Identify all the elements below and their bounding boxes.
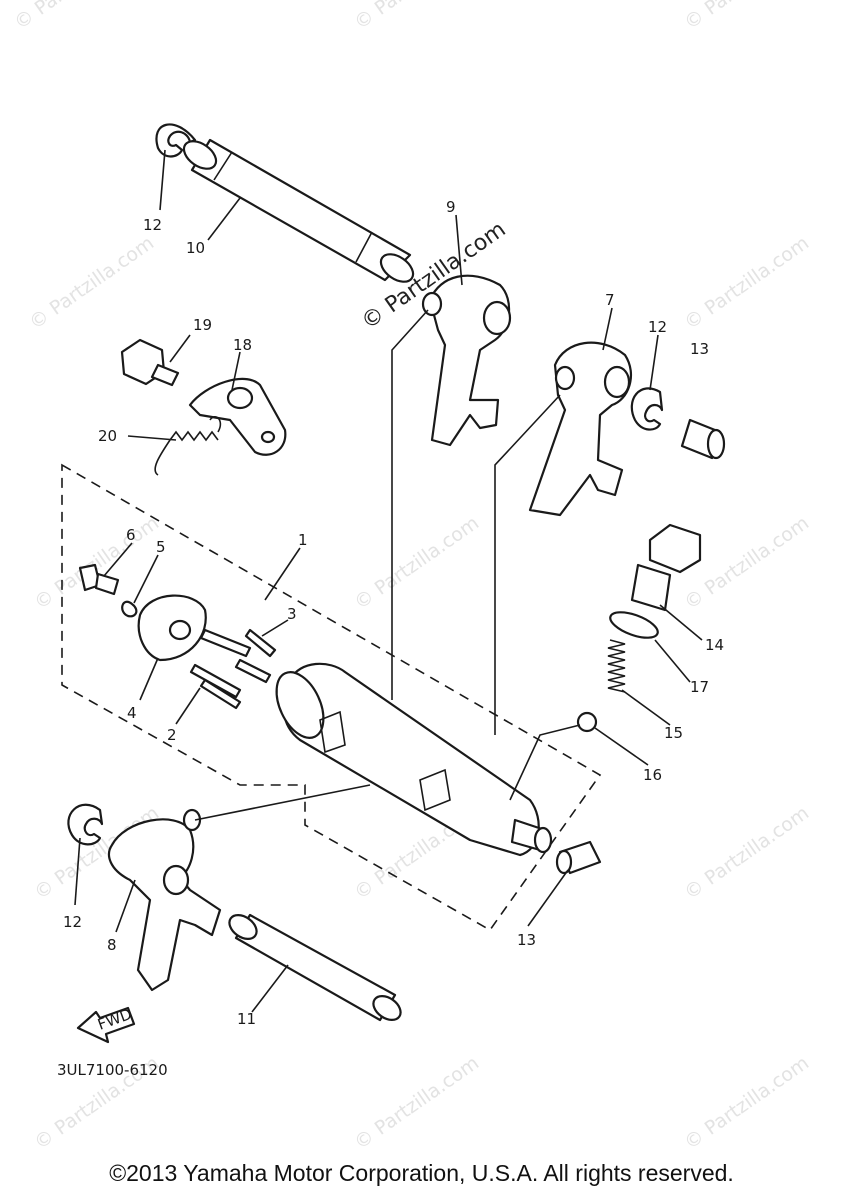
circlip-12-top — [155, 123, 197, 158]
callout-13-bottom: 13 — [517, 931, 536, 949]
svg-text:© Partzilla.com: © Partzilla.com — [680, 512, 813, 614]
segment-4 — [137, 594, 207, 662]
shift-fork-8 — [107, 808, 222, 992]
dowel-pins-2 — [189, 663, 242, 710]
svg-text:© Partzilla.com: © Partzilla.com — [350, 1052, 483, 1154]
callout-10: 10 — [186, 239, 205, 257]
callout-12-right: 12 — [648, 318, 667, 336]
shift-cam-assembly-outline — [61, 463, 602, 932]
washer-5 — [121, 600, 138, 618]
svg-text:© Partzilla.com: © Partzilla.com — [350, 0, 483, 34]
leader-lines — [74, 149, 703, 1013]
watermark-layer: © Partzilla.com © Partzilla.com © Partzi… — [10, 0, 813, 1154]
dowel-pins-3 — [199, 628, 277, 684]
callout-12-top: 12 — [143, 216, 162, 234]
shift-fork-7 — [528, 341, 633, 517]
callout-19: 19 — [193, 316, 212, 334]
callout-6: 6 — [126, 526, 136, 544]
callout-18: 18 — [233, 336, 252, 354]
callout-3: 3 — [287, 605, 297, 623]
stopper-lever-18 — [188, 377, 287, 456]
spring-15 — [607, 639, 626, 693]
callout-11: 11 — [237, 1010, 256, 1028]
circlip-12-bottom — [67, 803, 104, 846]
callout-9: 9 — [446, 198, 456, 216]
callout-7: 7 — [605, 291, 615, 309]
callout-8: 8 — [107, 936, 117, 954]
svg-text:© Partzilla.com: © Partzilla.com — [680, 232, 813, 334]
svg-text:© Partzilla.com: © Partzilla.com — [10, 0, 143, 34]
bolt-19 — [120, 338, 180, 387]
collar-13-bottom — [555, 840, 602, 875]
svg-text:© Partzilla.com: © Partzilla.com — [680, 0, 813, 34]
callout-5: 5 — [156, 538, 166, 556]
callout-20: 20 — [98, 427, 117, 445]
callout-labels: 12 10 9 7 12 13 19 18 20 6 5 1 3 14 17 4… — [63, 198, 724, 1028]
washer-17 — [609, 611, 659, 639]
spring-20 — [154, 416, 222, 476]
shift-fork-shaft-10 — [182, 138, 415, 283]
svg-text:© Partzilla.com: © Partzilla.com — [680, 1052, 813, 1154]
shift-cam-drum — [275, 662, 553, 857]
callout-4: 4 — [127, 704, 137, 722]
callout-12-bottom: 12 — [63, 913, 82, 931]
callout-14: 14 — [705, 636, 724, 654]
callout-13-top: 13 — [690, 340, 709, 358]
fwd-arrow: FWD — [76, 1005, 136, 1044]
svg-text:© Partzilla.com: © Partzilla.com — [30, 512, 163, 614]
callout-15: 15 — [664, 724, 683, 742]
callout-16: 16 — [643, 766, 662, 784]
callout-1: 1 — [298, 531, 308, 549]
screw-6 — [78, 563, 120, 596]
diagram-code: 3UL7100-6120 — [57, 1061, 168, 1079]
svg-text:© Partzilla.com: © Partzilla.com — [25, 232, 158, 334]
svg-text:© Partzilla.com: © Partzilla.com — [350, 512, 483, 614]
ball-16 — [576, 711, 598, 733]
svg-text:© Partzilla.com: © Partzilla.com — [680, 802, 813, 904]
callout-2: 2 — [167, 726, 177, 744]
callout-17: 17 — [690, 678, 709, 696]
shift-fork-shaft-11 — [228, 913, 402, 1022]
shift-fork-9 — [421, 274, 512, 447]
collar-13-top — [680, 418, 726, 460]
plug-14 — [630, 523, 702, 612]
copyright-footer: ©2013 Yamaha Motor Corporation, U.S.A. A… — [109, 1160, 734, 1186]
circlip-12-right — [630, 387, 664, 431]
